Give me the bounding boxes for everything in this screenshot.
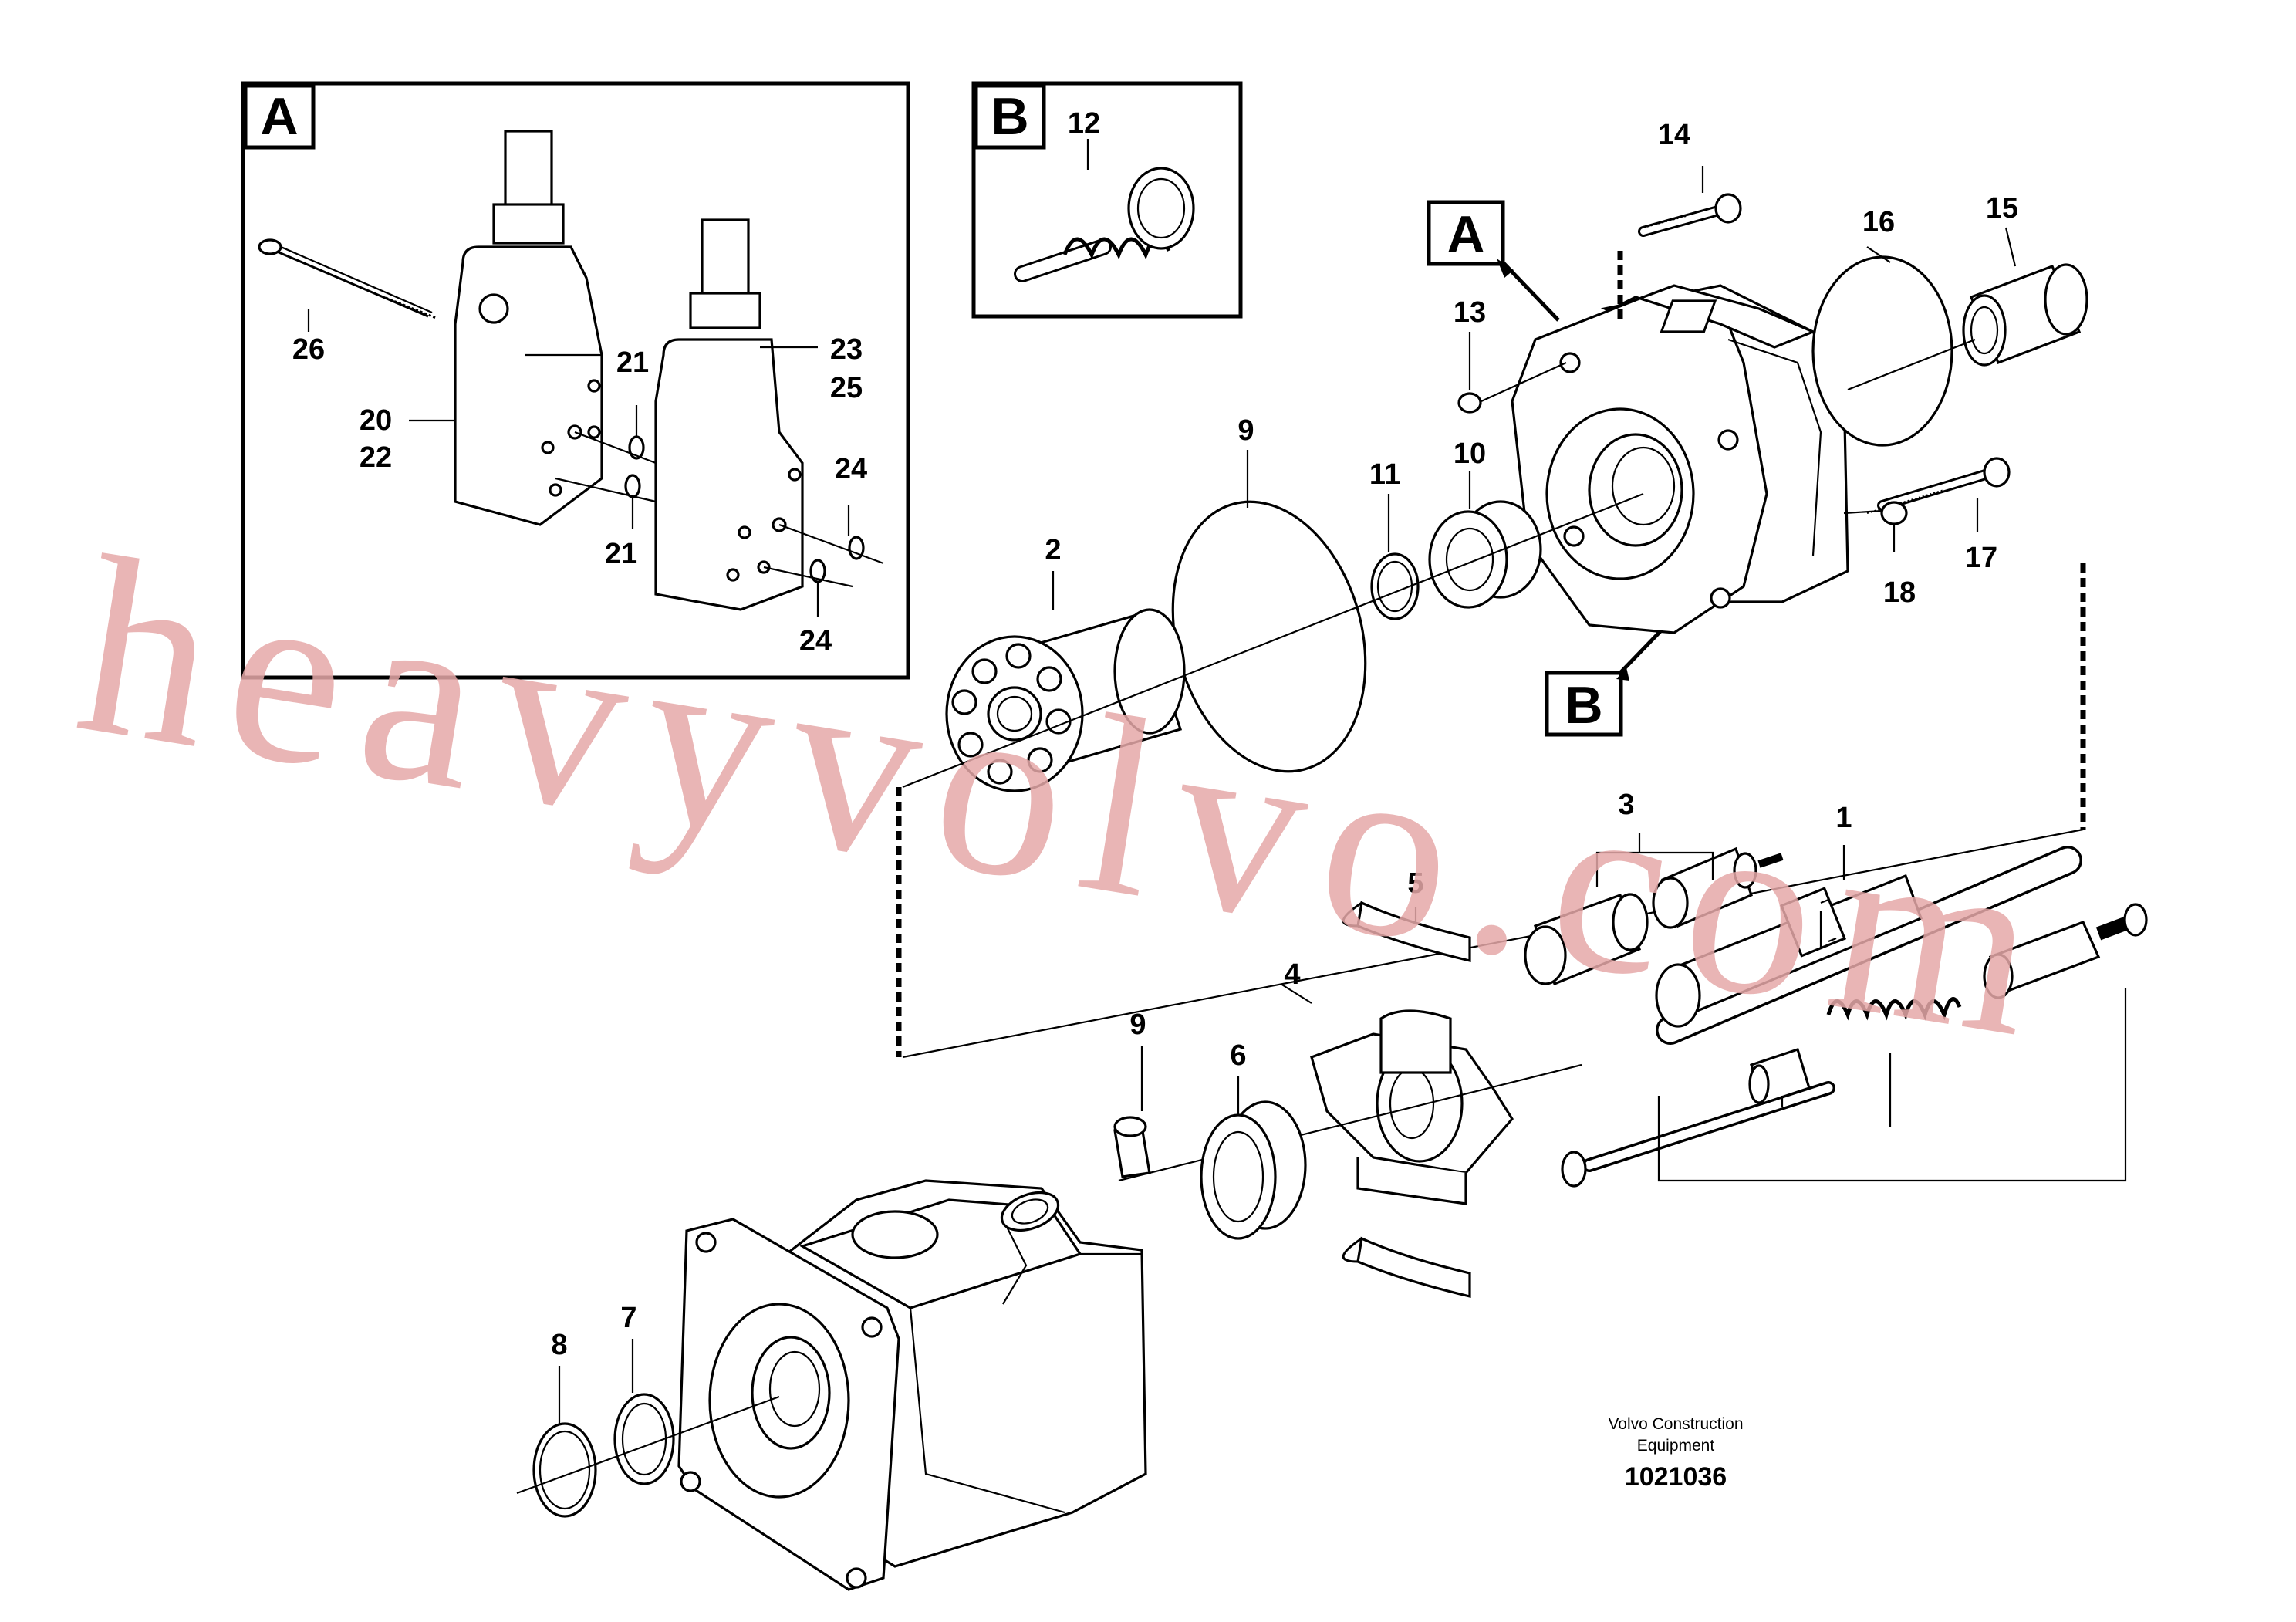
bearing-shells-5 <box>1342 901 1471 1299</box>
inset-b-letter: B <box>991 87 1028 146</box>
part-label: 20 <box>360 404 392 437</box>
part-label: 13 <box>1454 296 1486 329</box>
part-label: 6 <box>1230 1039 1246 1072</box>
part-label: 26 <box>292 333 325 366</box>
part-label: 23 <box>830 333 863 366</box>
part-label: 2 <box>1045 534 1061 566</box>
inset-a: A <box>241 81 910 680</box>
ring-11 <box>1370 552 1420 620</box>
part-label: 7 <box>620 1302 636 1334</box>
part-label: 1 <box>1835 802 1852 834</box>
callout-b: B <box>1545 623 1668 737</box>
swash-plate-4 <box>1280 983 1514 1205</box>
cylinder-block-2 <box>945 571 1186 792</box>
spring-assembly <box>1582 903 2148 1182</box>
ring-7 <box>613 1393 675 1485</box>
bearing-6 <box>1200 1076 1307 1240</box>
caption-line-2: Equipment <box>1637 1437 1715 1455</box>
fitting <box>1561 1151 1587 1188</box>
inset-a-letter: A <box>260 87 298 146</box>
part-label: 10 <box>1454 438 1486 470</box>
seal-13 <box>1457 392 1482 414</box>
part-label: 16 <box>1862 206 1895 238</box>
svg-text:A: A <box>1447 205 1484 264</box>
bolt-14 <box>1638 166 1742 237</box>
part-label: 24 <box>799 625 832 657</box>
part-label: 9 <box>1237 414 1254 447</box>
inset-b: B 12 <box>971 81 1243 319</box>
part-label: 3 <box>1618 789 1634 821</box>
callout-a: A <box>1427 200 1560 322</box>
pressure-valve-right <box>654 218 804 611</box>
part-label: 24 <box>835 453 867 485</box>
part-label: 25 <box>830 372 863 404</box>
bearing-10 <box>1428 471 1542 609</box>
o-rings-21-24 <box>555 431 884 588</box>
part-label: 9 <box>1129 1009 1146 1041</box>
part-label: 15 <box>1986 192 2018 225</box>
spring-check-valve-12 <box>1014 167 1195 282</box>
bolt-26 <box>258 238 437 319</box>
bushing-15 <box>1847 227 2088 391</box>
fitting-9-lower <box>1000 1046 1151 1232</box>
part-label: 21 <box>605 538 637 570</box>
part-label: 5 <box>1407 867 1423 900</box>
document-number: 1021036 <box>1625 1462 1727 1492</box>
end-cover-housing <box>1511 284 1849 634</box>
part-label: 11 <box>1369 458 1400 491</box>
part-label: 8 <box>551 1329 567 1361</box>
caption-line-1: Volvo Construction <box>1608 1415 1743 1433</box>
pistons-3 <box>1524 833 1784 986</box>
part-label: 17 <box>1965 542 1997 574</box>
o-ring-16 <box>1811 255 1953 447</box>
part-label: 14 <box>1658 119 1690 151</box>
bolt-17 <box>1866 457 2011 532</box>
svg-text:B: B <box>1565 676 1602 735</box>
washer-18 <box>1880 501 1908 525</box>
drive-shaft-1 <box>1655 846 2082 1045</box>
pressure-valve-left <box>454 130 603 526</box>
part-label: 18 <box>1883 576 1916 609</box>
part-label: 4 <box>1284 958 1300 991</box>
pump-housing <box>677 1179 1147 1591</box>
part-label: 22 <box>360 441 392 474</box>
part-label: 21 <box>616 346 649 379</box>
part-label: 12 <box>1068 107 1100 140</box>
ring-8 <box>532 1422 597 1518</box>
